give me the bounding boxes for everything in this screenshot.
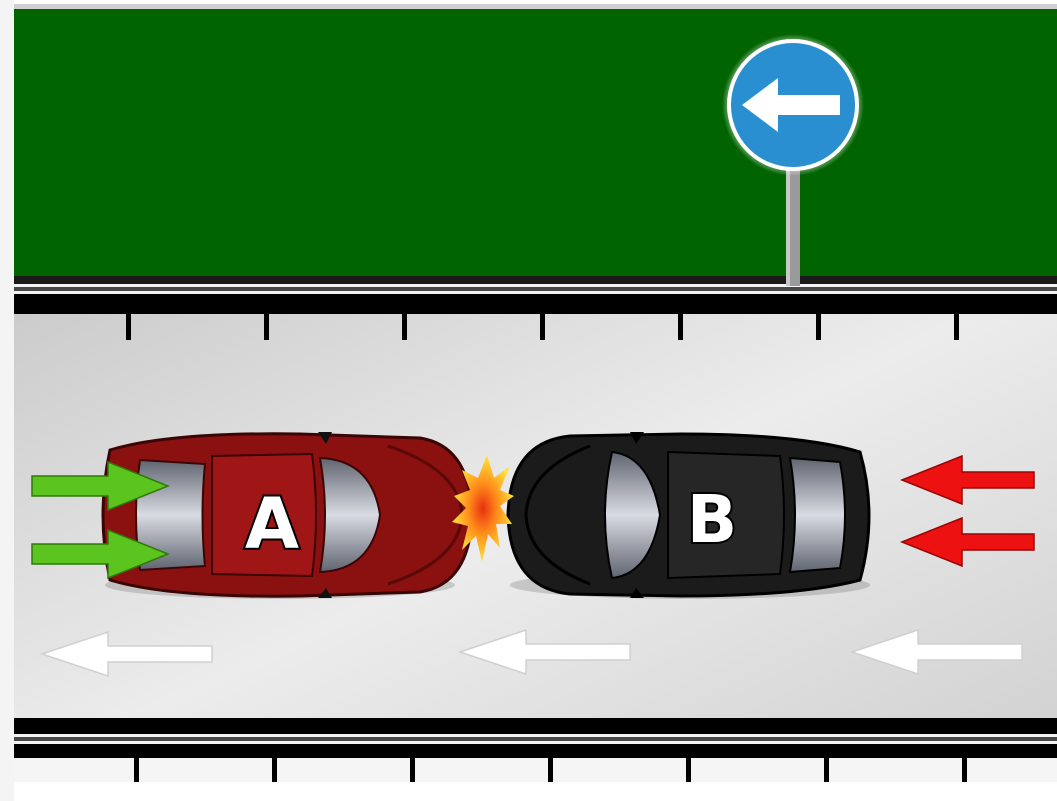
bottom-curb [14, 718, 1057, 782]
frame-left-edge [0, 0, 14, 801]
car-a: A [103, 432, 472, 599]
car-a-label: A [245, 483, 299, 565]
car-b: B [508, 432, 870, 599]
grass-verge [14, 8, 1057, 276]
car-b-label: B [687, 481, 737, 558]
grass-top-edge [14, 4, 1057, 9]
